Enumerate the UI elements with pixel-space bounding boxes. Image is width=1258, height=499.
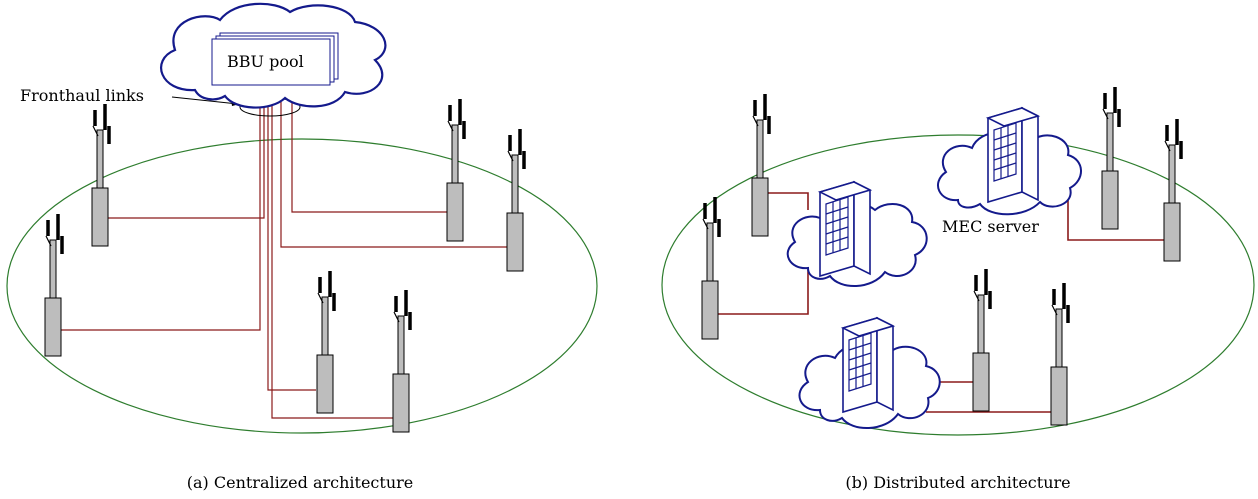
tower-a4 <box>506 127 526 272</box>
tower-b4 <box>1163 117 1183 262</box>
tower-a6 <box>392 288 412 433</box>
caption-b: (b) Distributed architecture <box>845 473 1070 492</box>
mec-server-2 <box>987 107 1039 203</box>
panel-centralized: Fronthaul links BBU pool (a) Centralized… <box>6 2 598 492</box>
tower-a3 <box>446 97 466 242</box>
panel-distributed: MEC server (b) Distributed architecture <box>661 85 1255 492</box>
fronthaul-links-label: Fronthaul links <box>20 86 144 105</box>
mec-server-3 <box>842 317 894 413</box>
links-label-arrow <box>171 96 239 105</box>
bbu-pool-label: BBU pool <box>227 52 304 71</box>
mec-server-1 <box>819 181 871 277</box>
tower-a2 <box>44 212 64 357</box>
mec-server-label: MEC server <box>942 217 1039 236</box>
local-links <box>716 192 1164 413</box>
cell-area-a <box>6 138 598 434</box>
fronthaul-links <box>61 88 511 419</box>
tower-a5 <box>316 269 336 414</box>
tower-b6 <box>1050 281 1070 426</box>
caption-a: (a) Centralized architecture <box>187 473 413 492</box>
tower-a1 <box>91 102 111 247</box>
bbu-pool-stack <box>211 32 339 86</box>
tower-b1 <box>751 92 771 237</box>
tower-b2 <box>701 195 721 340</box>
cell-area-b <box>661 134 1255 436</box>
tower-b5 <box>972 267 992 412</box>
